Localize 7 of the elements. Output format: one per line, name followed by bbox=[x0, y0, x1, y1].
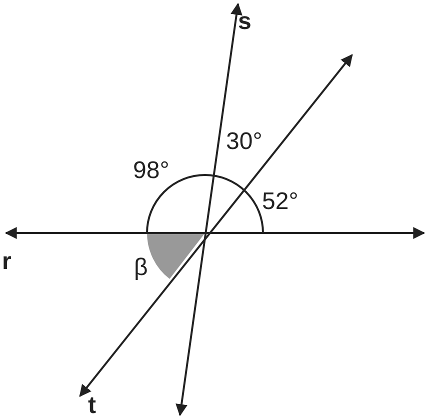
angle-label: β bbox=[134, 256, 148, 280]
line-label: r bbox=[2, 250, 12, 274]
line-label: t bbox=[88, 394, 96, 418]
angle-label: 30° bbox=[226, 130, 262, 154]
line-label: s bbox=[238, 10, 252, 34]
angle-label: 98° bbox=[133, 159, 170, 183]
angle-label: 52° bbox=[262, 190, 298, 214]
